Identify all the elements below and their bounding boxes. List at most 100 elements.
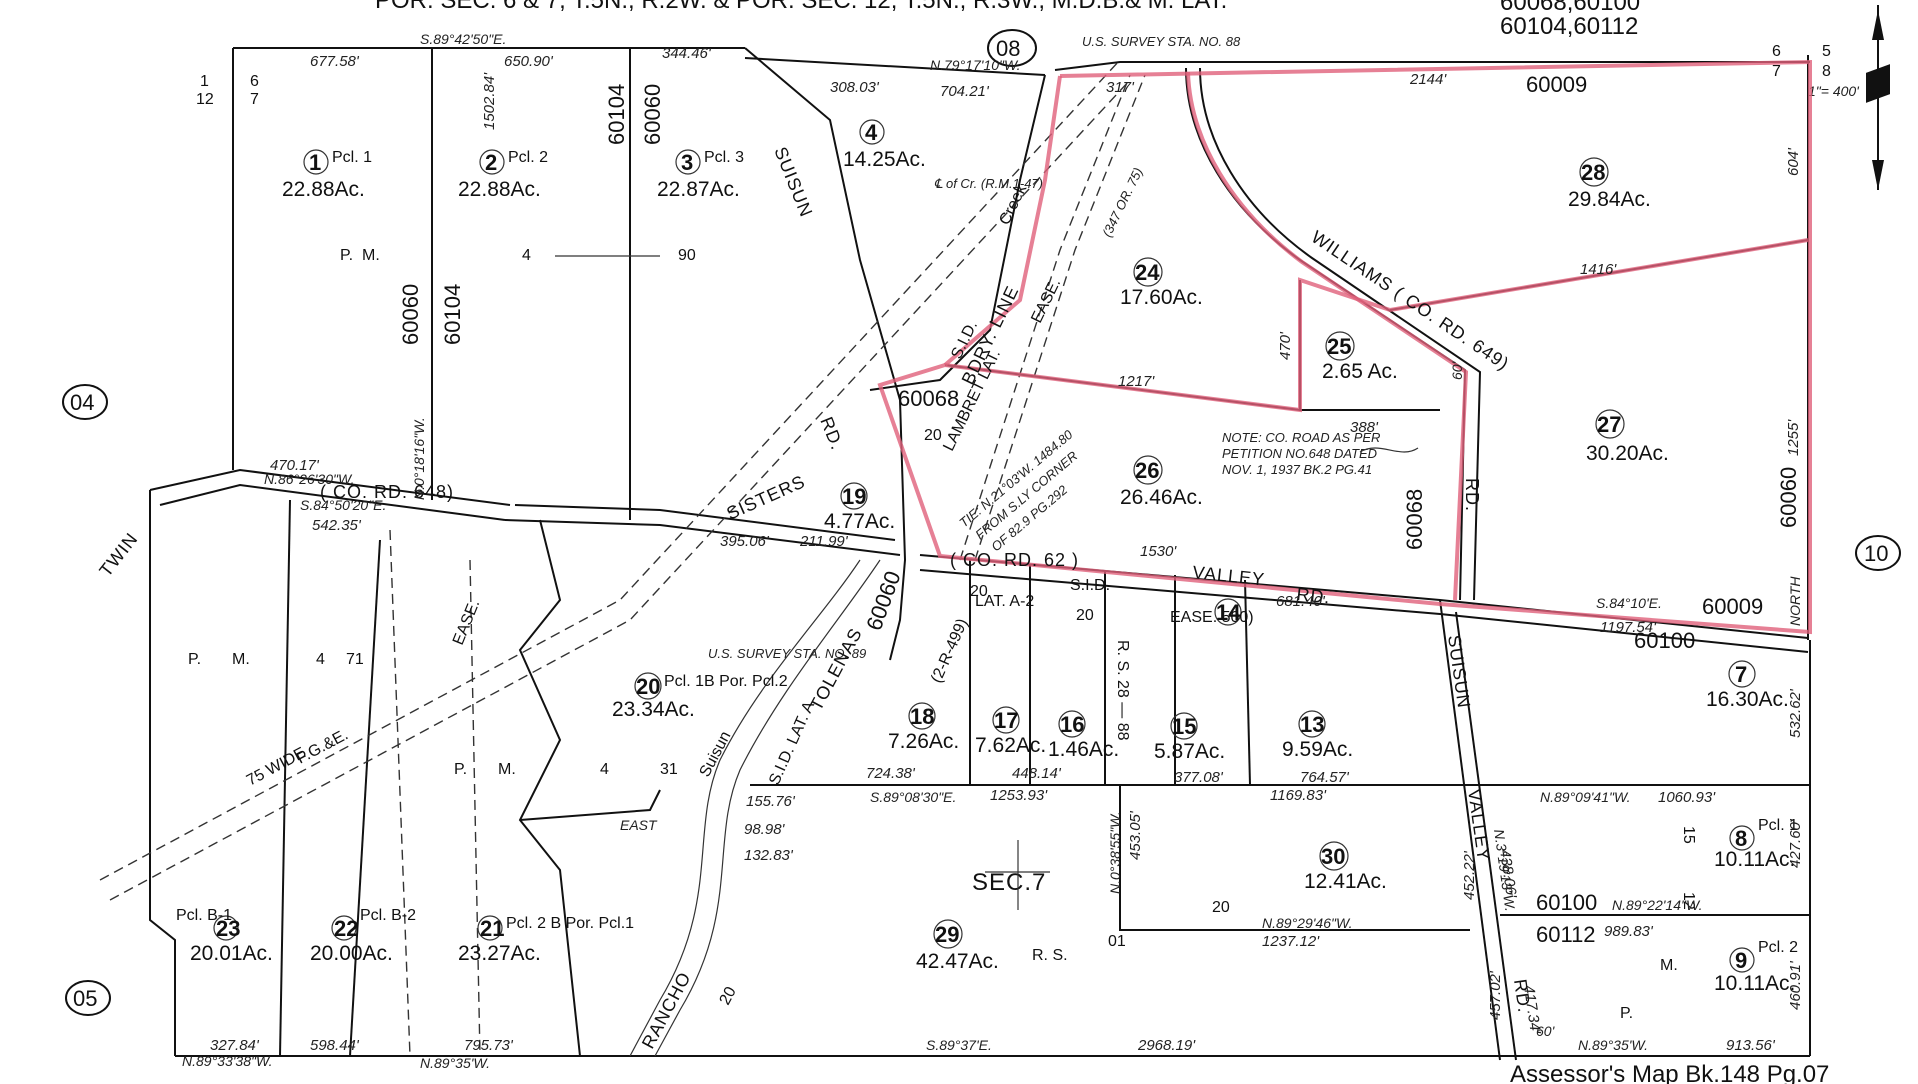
svg-text:Suisun: Suisun (697, 729, 735, 780)
parcel-7: 716.30Ac. (1706, 660, 1789, 711)
plat-references: P. M. 4 90 P. M. 4 71 P. M. 4 31 P. M. 1… (188, 247, 1697, 1039)
svg-text:N.79°17'10"W.: N.79°17'10"W. (930, 57, 1021, 73)
svg-text:20: 20 (717, 984, 740, 1008)
svg-text:23.34Ac.: 23.34Ac. (612, 698, 695, 721)
svg-text:1217': 1217' (1118, 373, 1155, 390)
svg-text:LAT. A-2: LAT. A-2 (975, 593, 1034, 610)
svg-text:EASE.: EASE. (450, 597, 483, 647)
svg-text:4: 4 (522, 247, 531, 264)
svg-text:308.03': 308.03' (830, 79, 880, 96)
svg-text:NORTH: NORTH (1787, 576, 1803, 626)
svg-text:N.0°18'16"W.: N.0°18'16"W. (411, 417, 427, 500)
svg-text:PETITION NO.648 DATED: PETITION NO.648 DATED (1222, 446, 1377, 461)
svg-text:EAST: EAST (620, 817, 658, 833)
adjoining-page-10: 10 (1855, 535, 1901, 571)
svg-text:( CO. RD. 62 ): ( CO. RD. 62 ) (950, 550, 1079, 570)
svg-text:60060: 60060 (1776, 467, 1801, 528)
svg-text:(347 OR. 75): (347 OR. 75) (1099, 165, 1145, 239)
svg-text:7: 7 (250, 91, 259, 108)
svg-text:N.89°09'41"W.: N.89°09'41"W. (1540, 789, 1631, 805)
book-numbers: 60104 60060 60060 60104 60009 60068 6006… (398, 72, 1801, 947)
parcel-15: 155.87Ac. (1154, 712, 1225, 763)
svg-text:532.62': 532.62' (1787, 688, 1804, 738)
svg-text:604': 604' (1785, 147, 1802, 176)
svg-text:1060.93': 1060.93' (1658, 789, 1716, 806)
svg-text:453.05': 453.05' (1127, 810, 1144, 860)
svg-text:U.S. SURVEY STA. NO. 88: U.S. SURVEY STA. NO. 88 (1082, 34, 1241, 49)
svg-text:R. S.: R. S. (1032, 947, 1068, 964)
svg-text:10.11Ac.: 10.11Ac. (1714, 972, 1795, 995)
svg-text:RD.: RD. (1510, 978, 1535, 1014)
svg-text:317': 317' (1106, 79, 1135, 96)
svg-text:7: 7 (1032, 869, 1046, 896)
svg-text:1530': 1530' (1140, 543, 1177, 560)
svg-text:26: 26 (1135, 458, 1159, 483)
svg-text:S.I.D.: S.I.D. (1070, 577, 1110, 594)
svg-text:S.89°42'50"E.: S.89°42'50"E. (420, 31, 506, 47)
svg-text:1416': 1416' (1580, 261, 1617, 278)
svg-text:12: 12 (1680, 892, 1697, 910)
svg-text:P.: P. (340, 247, 353, 264)
parcel-16: 161.46Ac. (1048, 710, 1119, 761)
svg-text:1255': 1255' (1785, 419, 1802, 456)
svg-text:6: 6 (250, 73, 259, 90)
svg-text:470': 470' (1277, 331, 1294, 360)
svg-text:SISTERS: SISTERS (723, 471, 808, 523)
svg-text:22.88Ac.: 22.88Ac. (282, 178, 365, 201)
svg-text:30.20Ac.: 30.20Ac. (1586, 442, 1669, 465)
svg-text:25: 25 (1327, 334, 1351, 359)
svg-text:S.84°50'20"E.: S.84°50'20"E. (300, 497, 386, 513)
svg-text:377.08': 377.08' (1174, 769, 1224, 786)
svg-text:2968.19': 2968.19' (1137, 1037, 1196, 1054)
svg-text:75 WIDE: 75 WIDE (244, 744, 309, 789)
svg-text:TWIN: TWIN (95, 529, 142, 581)
svg-text:1169.83': 1169.83' (1270, 787, 1327, 804)
svg-text:Pcl. 1: Pcl. 1 (1758, 817, 1798, 834)
svg-text:P.: P. (1620, 1005, 1633, 1022)
svg-text:98.98': 98.98' (744, 821, 786, 838)
svg-text:4: 4 (865, 120, 878, 145)
svg-text:17: 17 (994, 708, 1018, 733)
svg-text:2.65 Ac.: 2.65 Ac. (1322, 360, 1398, 383)
svg-text:20: 20 (636, 674, 660, 699)
svg-text:1: 1 (200, 73, 209, 90)
svg-text:417.34': 417.34' (1520, 984, 1544, 1036)
svg-text:6: 6 (1772, 43, 1781, 60)
svg-text:60100: 60100 (1634, 628, 1695, 653)
svg-text:M.: M. (1660, 957, 1678, 974)
svg-text:N.89°22'14"W.: N.89°22'14"W. (1612, 897, 1703, 913)
svg-text:7: 7 (1735, 662, 1747, 687)
svg-text:RD.: RD. (1296, 584, 1332, 607)
svg-text:7: 7 (1772, 63, 1781, 80)
svg-text:2: 2 (485, 150, 497, 175)
svg-text:19: 19 (842, 484, 866, 509)
svg-text:22: 22 (334, 916, 358, 941)
svg-text:17.60Ac.: 17.60Ac. (1120, 286, 1203, 309)
svg-text:460.91': 460.91' (1787, 960, 1804, 1010)
svg-text:10.11Ac.: 10.11Ac. (1714, 848, 1795, 871)
svg-text:542.35': 542.35' (312, 517, 362, 534)
svg-text:N.86°26'30"W.: N.86°26'30"W. (264, 471, 355, 487)
svg-text:764.57': 764.57' (1300, 769, 1350, 786)
svg-text:Pcl. 1B Por. Pcl.2: Pcl. 1B Por. Pcl.2 (664, 673, 788, 690)
svg-text:395.06': 395.06' (720, 533, 770, 550)
svg-text:60060: 60060 (640, 84, 665, 145)
svg-text:15: 15 (1680, 826, 1697, 844)
svg-text:28: 28 (1581, 160, 1605, 185)
svg-text:60104: 60104 (440, 284, 465, 345)
section-corner-labels: 1 12 6 7 6 7 5 8 (196, 43, 1831, 108)
svg-text:795.73': 795.73' (464, 1037, 514, 1054)
svg-text:650.90': 650.90' (504, 53, 554, 70)
adjoining-page-05: 05 (65, 980, 111, 1016)
svg-text:1.46Ac.: 1.46Ac. (1048, 738, 1119, 761)
svg-text:913.56': 913.56' (1726, 1037, 1776, 1054)
svg-text:29: 29 (935, 922, 959, 947)
svg-text:677.58': 677.58' (310, 53, 360, 70)
svg-text:2144': 2144' (1409, 71, 1447, 88)
svg-text:20: 20 (924, 427, 942, 444)
svg-text:60': 60' (1449, 360, 1465, 380)
